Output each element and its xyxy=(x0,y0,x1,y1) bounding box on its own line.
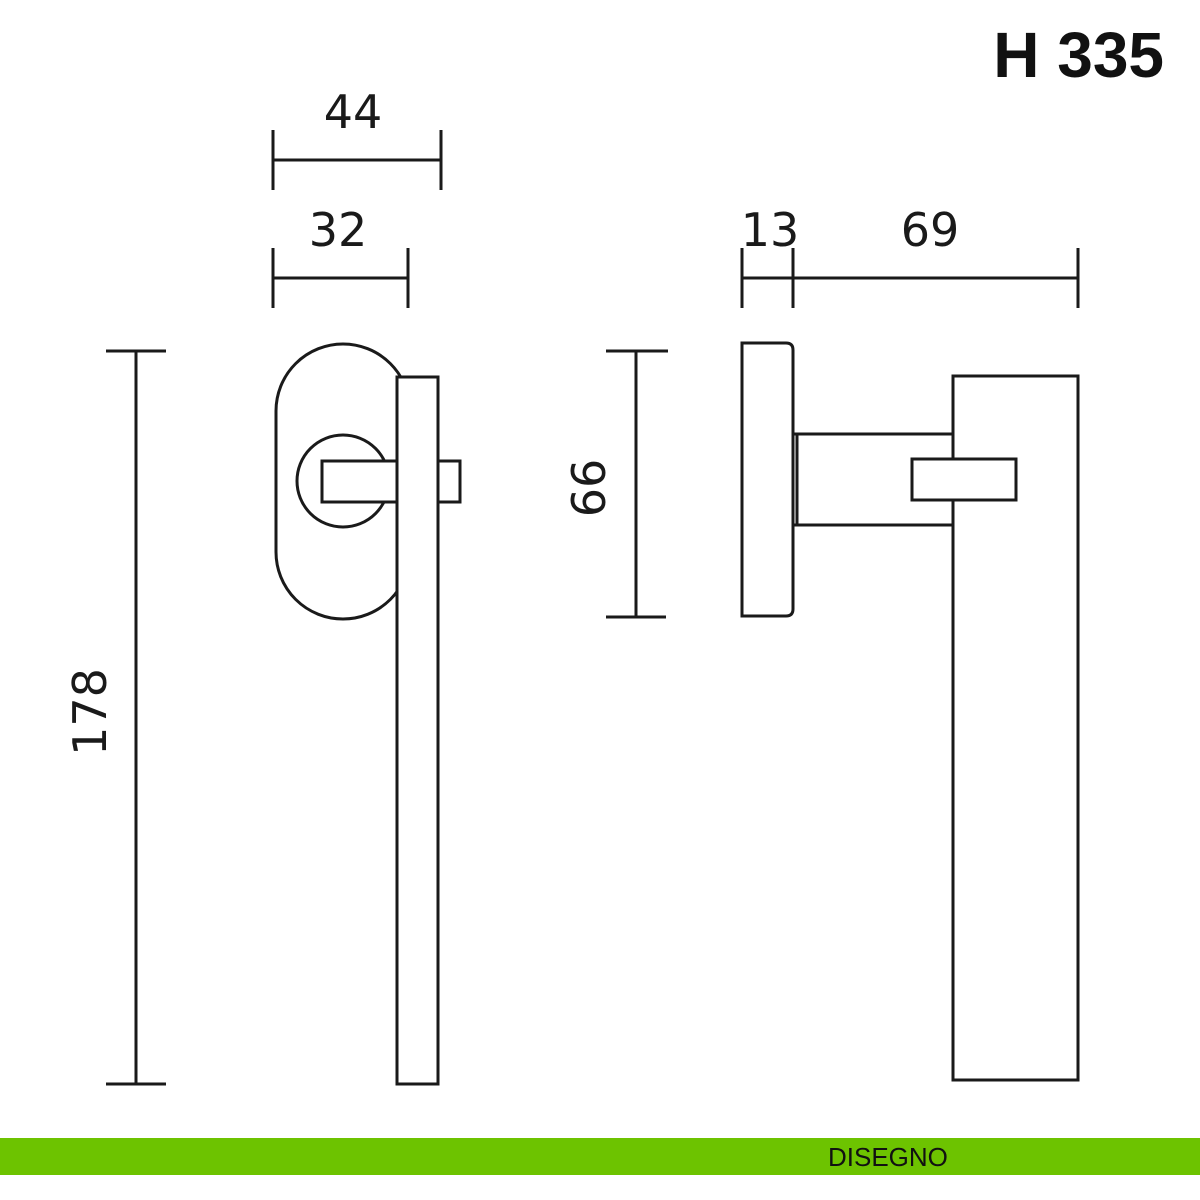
front-view xyxy=(274,342,462,1086)
spindle-left xyxy=(320,459,400,504)
footer-bar: DISEGNO xyxy=(0,1138,1200,1175)
dimension-label: 44 xyxy=(324,85,383,139)
dimension-label: 66 xyxy=(562,459,616,518)
dimension-13-69: 13 69 xyxy=(740,203,1080,308)
spindle-side xyxy=(910,457,1018,502)
side-view xyxy=(740,341,1080,1082)
product-code-title: H 335 xyxy=(993,19,1164,91)
rose-side xyxy=(740,341,795,618)
dimension-178: 178 xyxy=(63,349,166,1086)
dimension-66: 66 xyxy=(562,349,668,619)
footer-label: DISEGNO xyxy=(828,1142,948,1172)
dimension-44: 44 xyxy=(271,85,443,190)
dimension-label: 32 xyxy=(309,203,368,257)
dimension-label: 69 xyxy=(901,203,960,257)
dimension-label: 13 xyxy=(741,203,800,257)
spindle-right xyxy=(436,459,462,504)
dimension-label: 178 xyxy=(63,668,117,756)
handle-lever-front xyxy=(395,375,440,1086)
dimension-32: 32 xyxy=(271,203,410,308)
